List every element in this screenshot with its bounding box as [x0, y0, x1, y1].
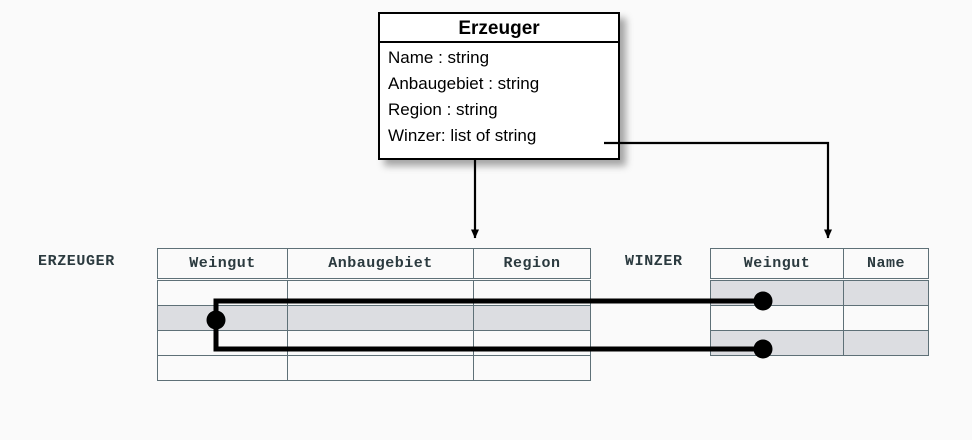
table-cell[interactable]: [287, 305, 474, 331]
gap-cell: [843, 278, 929, 281]
table-cell[interactable]: [157, 355, 288, 381]
table-row[interactable]: [157, 355, 591, 381]
column-header-name: Name: [843, 248, 929, 279]
table-cell[interactable]: [287, 280, 474, 306]
table-row[interactable]: [710, 305, 929, 331]
table-cell[interactable]: [473, 280, 591, 306]
gap-cell: [157, 278, 288, 281]
column-header-region: Region: [473, 248, 591, 279]
table-row[interactable]: [710, 280, 929, 306]
gap-cell: [710, 278, 844, 281]
table-cell[interactable]: [710, 280, 844, 306]
table-header-row: Weingut Name: [710, 248, 929, 279]
table-gap: [157, 278, 591, 281]
table-cell[interactable]: [157, 305, 288, 331]
table-cell[interactable]: [710, 305, 844, 331]
gap-cell: [473, 278, 591, 281]
winzer-mapping-arrow: [604, 141, 832, 239]
table-cell[interactable]: [843, 305, 929, 331]
table-row[interactable]: [710, 330, 929, 356]
table-cell[interactable]: [157, 330, 288, 356]
uml-attribute-anbaugebiet: Anbaugebiet : string: [388, 74, 540, 93]
column-header-weingut: Weingut: [157, 248, 288, 279]
table-cell[interactable]: [287, 355, 474, 381]
table-row[interactable]: [157, 330, 591, 356]
table-gap: [710, 278, 929, 281]
uml-class-name: Erzeuger: [380, 14, 618, 43]
table-label-erzeuger: ERZEUGER: [38, 253, 115, 270]
table-cell[interactable]: [710, 330, 844, 356]
table-header-row: Weingut Anbaugebiet Region: [157, 248, 591, 279]
table-cell[interactable]: [843, 330, 929, 356]
table-cell[interactable]: [473, 330, 591, 356]
table-label-winzer: WINZER: [625, 253, 683, 270]
table-cell[interactable]: [473, 305, 591, 331]
uml-attribute-name: Name : string: [388, 48, 490, 67]
uml-class-box-erzeuger[interactable]: Erzeuger Name : string Anbaugebiet : str…: [378, 12, 620, 160]
table-winzer: Weingut Name: [710, 248, 929, 356]
column-header-anbaugebiet: Anbaugebiet: [287, 248, 474, 279]
table-cell[interactable]: [287, 330, 474, 356]
table-cell[interactable]: [843, 280, 929, 306]
column-header-weingut: Weingut: [710, 248, 844, 279]
table-erzeuger: Weingut Anbaugebiet Region: [157, 248, 591, 381]
table-cell[interactable]: [473, 355, 591, 381]
table-cell[interactable]: [157, 280, 288, 306]
gap-cell: [287, 278, 474, 281]
uml-attribute-region: Region : string: [388, 100, 498, 119]
uml-attribute-list: Name : string Anbaugebiet : string Regio…: [380, 43, 618, 149]
uml-attribute-winzer: Winzer: list of string: [388, 126, 537, 145]
table-row[interactable]: [157, 280, 591, 306]
table-row[interactable]: [157, 305, 591, 331]
